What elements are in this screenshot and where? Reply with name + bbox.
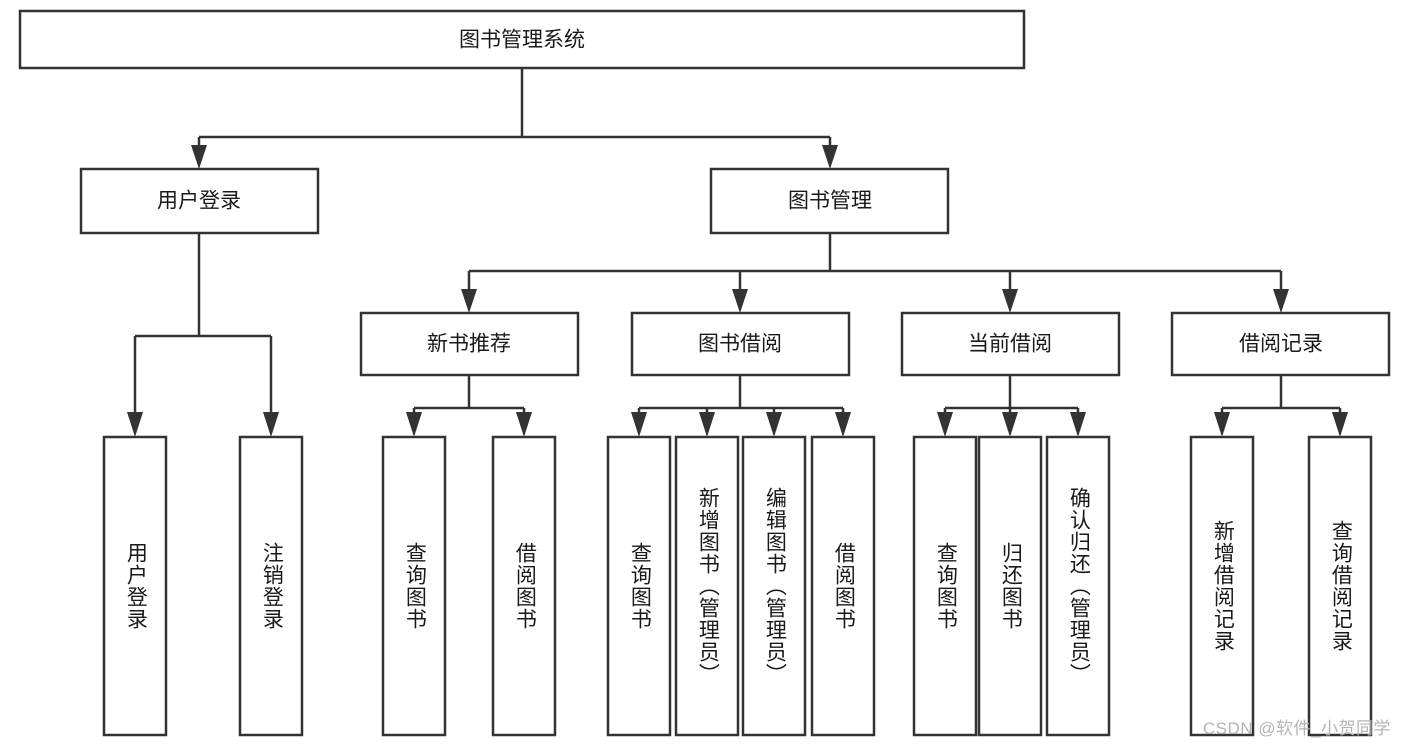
arrow-book-borrow bbox=[732, 289, 748, 313]
node-current-borrow-box[interactable] bbox=[900, 311, 1121, 377]
arrow-leaf-user-logout bbox=[263, 412, 279, 437]
arrow-leaf-borrow-book-2 bbox=[835, 412, 851, 437]
node-borrow-record[interactable]: 借阅记录 bbox=[1170, 311, 1391, 377]
node-book-borrow-box[interactable] bbox=[630, 311, 851, 377]
arrow-leaf-user-login bbox=[127, 412, 143, 437]
leaf-edit-book-box[interactable] bbox=[741, 435, 807, 737]
arrow-leaf-query-record bbox=[1332, 412, 1348, 437]
leaf-box-group bbox=[102, 435, 1373, 737]
arrow-leaf-query-book-2 bbox=[631, 412, 647, 437]
arrow-book-manage bbox=[822, 145, 838, 169]
leaf-query-book-1-box[interactable] bbox=[381, 435, 447, 737]
node-book-manage[interactable]: 图书管理 bbox=[709, 167, 950, 235]
arrow-current-borrow bbox=[1002, 289, 1018, 313]
leaf-confirm-return-box[interactable] bbox=[1045, 435, 1111, 737]
arrow-leaf-edit-book bbox=[766, 412, 782, 437]
leaf-query-book-3-box[interactable] bbox=[912, 435, 978, 737]
node-new-book-rec-box[interactable] bbox=[359, 311, 580, 377]
arrow-leaf-borrow-book-1 bbox=[516, 412, 532, 437]
arrow-leaf-add-book bbox=[699, 412, 715, 437]
arrow-new-book-rec bbox=[461, 289, 477, 313]
node-book-manage-box[interactable] bbox=[709, 167, 950, 235]
leaf-query-book-2-box[interactable] bbox=[606, 435, 672, 737]
csdn-watermark: CSDN @软件_小贺同学 bbox=[1202, 719, 1391, 738]
leaf-user-logout-box[interactable] bbox=[238, 435, 304, 737]
arrow-leaf-confirm-return bbox=[1070, 412, 1086, 437]
node-borrow-record-box[interactable] bbox=[1170, 311, 1391, 377]
node-book-manage-label: 图书管理 bbox=[788, 190, 872, 213]
leaf-add-record-box[interactable] bbox=[1189, 435, 1255, 737]
node-root[interactable]: 图书管理系统 bbox=[18, 9, 1026, 70]
node-borrow-record-label: 借阅记录 bbox=[1239, 333, 1323, 356]
arrow-leaf-query-book-1 bbox=[406, 412, 422, 437]
arrow-leaf-add-record bbox=[1214, 412, 1230, 437]
leaf-return-book-box[interactable] bbox=[977, 435, 1043, 737]
arrow-borrow-record bbox=[1273, 289, 1289, 313]
node-user-login-label: 用户登录 bbox=[157, 190, 241, 213]
node-root-label: 图书管理系统 bbox=[459, 29, 585, 52]
leaf-borrow-book-1-box[interactable] bbox=[491, 435, 557, 737]
arrow-user-login bbox=[191, 145, 207, 169]
node-book-borrow-label: 图书借阅 bbox=[698, 333, 782, 356]
leaf-add-book-box[interactable] bbox=[674, 435, 740, 737]
arrow-leaf-return-book bbox=[1002, 412, 1018, 437]
leaf-borrow-book-2-box[interactable] bbox=[810, 435, 876, 737]
node-new-book-rec-label: 新书推荐 bbox=[427, 333, 511, 356]
node-current-borrow-label: 当前借阅 bbox=[968, 333, 1052, 356]
leaf-user-login-box[interactable] bbox=[102, 435, 168, 737]
node-root-box[interactable] bbox=[18, 9, 1026, 70]
arrow-leaf-query-book-3 bbox=[937, 412, 953, 437]
leaf-query-record-box[interactable] bbox=[1307, 435, 1373, 737]
node-current-borrow[interactable]: 当前借阅 bbox=[900, 311, 1121, 377]
node-user-login[interactable]: 用户登录 bbox=[79, 167, 320, 235]
connector-group bbox=[127, 68, 1348, 437]
node-user-login-box[interactable] bbox=[79, 167, 320, 235]
node-new-book-rec[interactable]: 新书推荐 bbox=[359, 311, 580, 377]
node-book-borrow[interactable]: 图书借阅 bbox=[630, 311, 851, 377]
